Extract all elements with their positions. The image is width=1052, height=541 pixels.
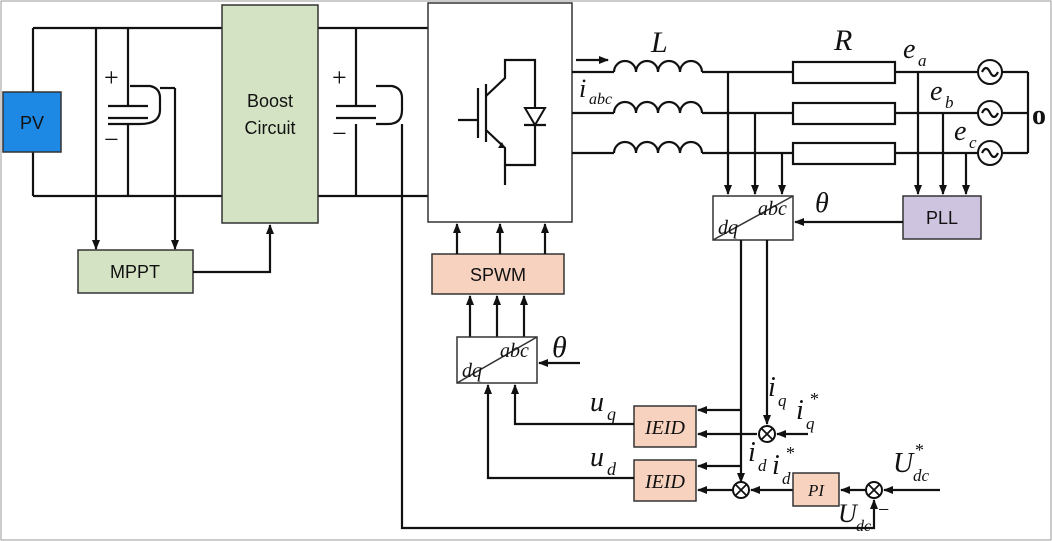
svg-text:e: e bbox=[954, 116, 966, 147]
svg-text:*: * bbox=[786, 443, 795, 463]
svg-text:*: * bbox=[915, 440, 924, 460]
boost-label-line2: Circuit bbox=[244, 118, 295, 138]
voltage-command-wires bbox=[484, 384, 634, 480]
top-abc-label: abc bbox=[758, 198, 787, 220]
id-label: i d bbox=[748, 437, 767, 475]
ieid-input-wires bbox=[697, 406, 757, 494]
sum-junction-dc bbox=[865, 481, 883, 499]
svg-text:d: d bbox=[758, 456, 767, 475]
svg-text:u: u bbox=[590, 442, 604, 473]
input-capacitor: + − bbox=[104, 28, 162, 196]
pll-block: PLL bbox=[902, 195, 982, 240]
udc-feedback-wire bbox=[400, 124, 878, 530]
pv-label: PV bbox=[20, 113, 44, 133]
svg-text:d: d bbox=[782, 469, 791, 488]
eb-label: e b bbox=[930, 76, 954, 112]
mppt-block: MPPT bbox=[77, 249, 194, 294]
inductor-label: L bbox=[650, 26, 668, 59]
mppt-label: MPPT bbox=[110, 262, 160, 282]
measurement-wires bbox=[724, 72, 970, 195]
pll-label: PLL bbox=[926, 208, 958, 228]
svg-text:i: i bbox=[796, 395, 804, 426]
ud-label: u d bbox=[590, 442, 617, 479]
pv-block: PV bbox=[2, 91, 62, 153]
mppt-wires bbox=[92, 28, 274, 274]
spwm-block: SPWM bbox=[431, 253, 565, 295]
spwm-to-inverter-wires bbox=[453, 223, 549, 337]
svg-text:i: i bbox=[579, 74, 586, 103]
top-dq-label: dq bbox=[718, 217, 738, 239]
bottom-dq-label: dq bbox=[462, 360, 482, 382]
svg-text:a: a bbox=[918, 51, 927, 70]
udc-label: U dc bbox=[838, 499, 871, 535]
ieid-d-label: IEID bbox=[644, 471, 686, 493]
svg-text:e: e bbox=[903, 34, 915, 65]
svg-text:d: d bbox=[607, 459, 617, 479]
cap2-plus: + bbox=[332, 63, 347, 92]
ec-label: e c bbox=[954, 116, 977, 152]
pi-label: PI bbox=[807, 481, 825, 500]
neutral-o-label: o bbox=[1032, 100, 1046, 131]
ac-lines bbox=[572, 56, 1030, 166]
svg-text:dc: dc bbox=[913, 466, 930, 485]
cap2-minus: − bbox=[332, 119, 347, 148]
sum-junction-q bbox=[758, 425, 776, 443]
id-ref-label: i d * bbox=[772, 443, 795, 488]
iabc-label: i abc bbox=[579, 74, 612, 108]
pi-block: PI bbox=[792, 472, 840, 507]
iq-label: i q bbox=[768, 372, 787, 410]
ea-label: e a bbox=[903, 34, 927, 70]
boost-circuit-block: Boost Circuit bbox=[221, 4, 319, 224]
sum-junction-d bbox=[732, 481, 750, 499]
svg-text:q: q bbox=[778, 391, 787, 410]
ieid-q-block: IEID bbox=[633, 405, 697, 448]
boost-label-line1: Boost bbox=[247, 91, 293, 111]
iq-ref-label: i q * bbox=[796, 389, 819, 433]
inverter-block bbox=[427, 2, 573, 223]
theta-top-label: θ bbox=[815, 188, 829, 219]
svg-text:i: i bbox=[748, 437, 756, 468]
svg-text:q: q bbox=[607, 404, 616, 424]
dc-link-capacitor: + − bbox=[332, 28, 404, 196]
svg-text:e: e bbox=[930, 76, 942, 107]
svg-text:q: q bbox=[806, 414, 815, 433]
svg-text:b: b bbox=[945, 93, 954, 112]
bottom-abc-label: abc bbox=[500, 340, 529, 362]
cap1-minus: − bbox=[104, 125, 119, 154]
udc-minus-sign: − bbox=[878, 499, 889, 521]
resistor-label: R bbox=[833, 24, 852, 57]
svg-text:c: c bbox=[969, 133, 977, 152]
dq-abc-transform-bottom: abc dq bbox=[456, 336, 538, 384]
svg-text:U: U bbox=[838, 499, 859, 528]
spwm-label: SPWM bbox=[470, 265, 526, 285]
svg-text:i: i bbox=[768, 372, 776, 403]
udc-ref-label: U dc * bbox=[893, 440, 930, 485]
cap1-plus: + bbox=[104, 63, 119, 92]
svg-text:i: i bbox=[772, 450, 780, 481]
svg-text:U: U bbox=[893, 448, 915, 479]
uq-label: u q bbox=[590, 387, 616, 424]
svg-text:*: * bbox=[810, 389, 819, 409]
ieid-q-label: IEID bbox=[644, 417, 686, 439]
ieid-d-block: IEID bbox=[633, 459, 697, 502]
theta-bottom-label: θ bbox=[552, 331, 567, 364]
abc-dq-transform-top: abc dq bbox=[712, 195, 794, 241]
svg-text:u: u bbox=[590, 387, 604, 418]
svg-text:abc: abc bbox=[589, 91, 612, 108]
svg-text:dc: dc bbox=[856, 518, 871, 535]
